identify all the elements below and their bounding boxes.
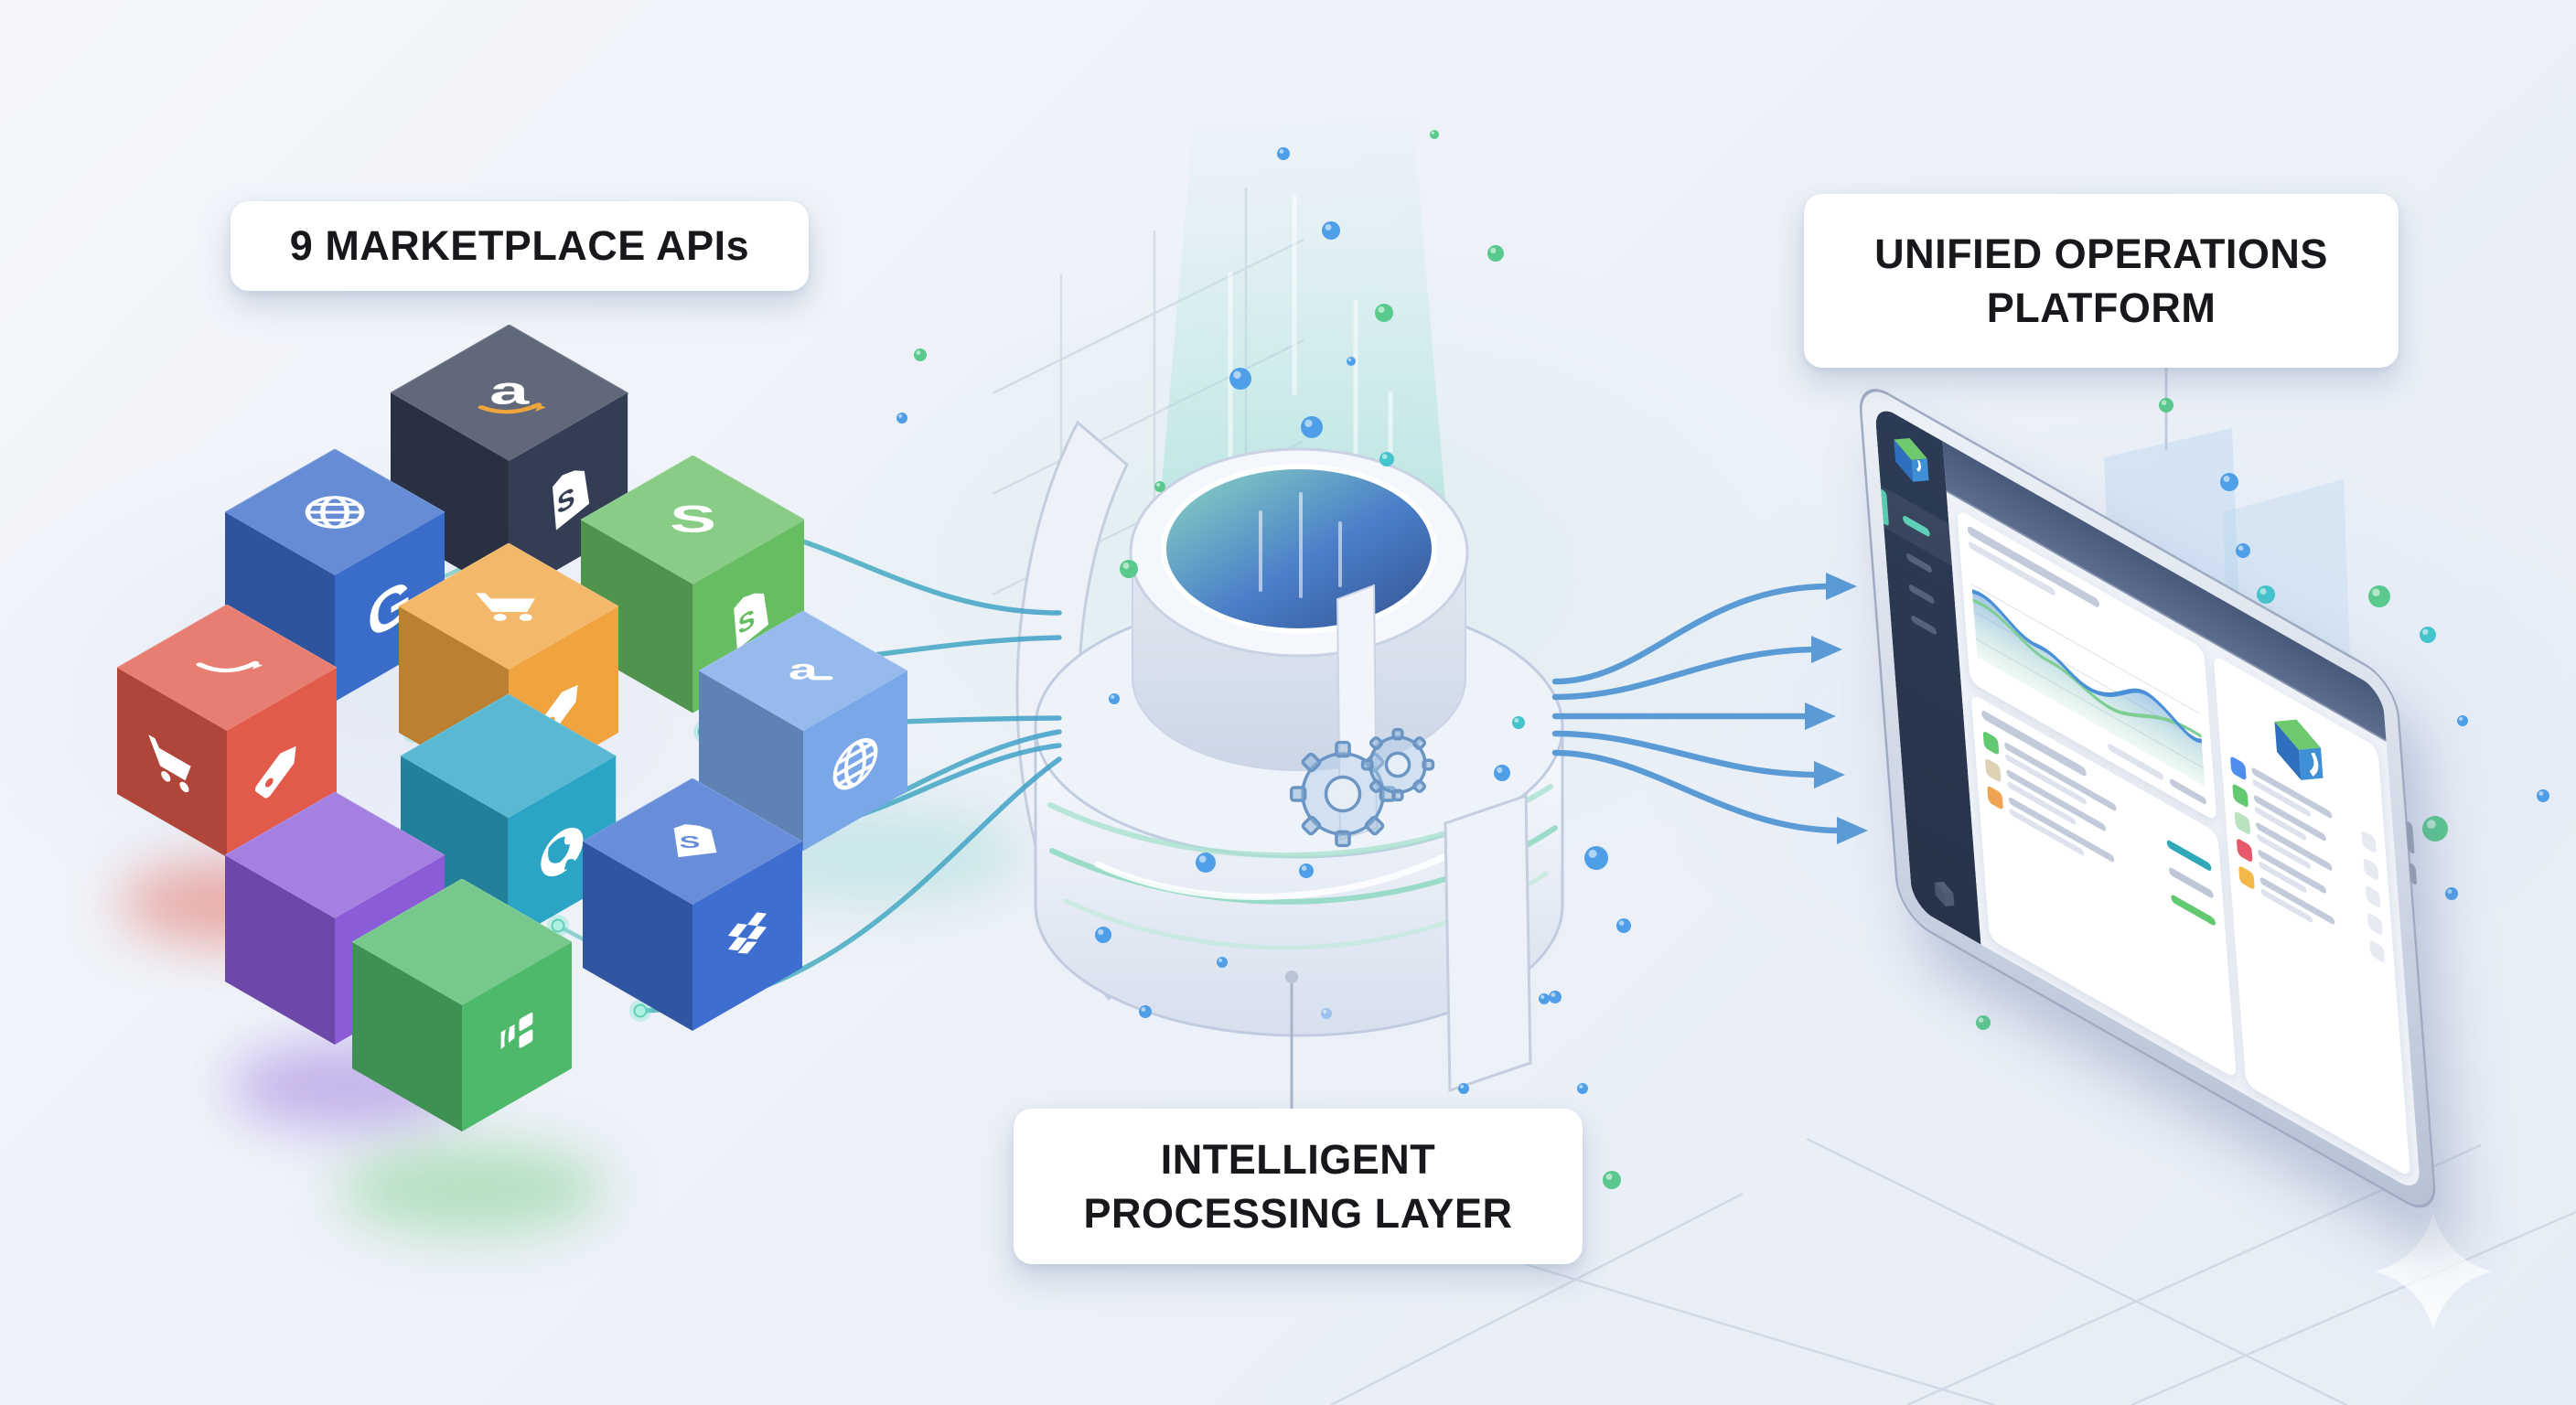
processing-label-card: INTELLIGENT PROCESSING LAYER [1014,1109,1583,1264]
platform-sidebar [1873,402,1981,945]
trend-chart [1970,583,2206,787]
sidebar-footer-icon [1933,874,1956,918]
sidebar-item-active[interactable] [1880,485,1952,566]
svg-text:S: S [557,480,575,521]
sources-label-card: 9 MARKETPLACE APIs [231,201,809,291]
dropbox-icon [727,912,767,954]
platform-logo-icon [1891,426,1931,499]
processing-vortex-illustration [1015,119,1564,1109]
sparkle-watermark-icon [2375,1213,2492,1330]
data-particles [896,130,2549,1189]
svg-text:S: S [670,498,716,541]
sidebar-item[interactable] [1905,552,1933,574]
shopify-bag-icon: S [673,824,717,858]
gears-icon [1289,727,1435,848]
output-arrows [1551,573,1868,844]
sidebar-item[interactable] [1908,583,1935,606]
amazon-a-icon: a [478,369,547,414]
cube-squares-green [350,878,574,1133]
processing-label-line1: INTELLIGENT [1160,1135,1436,1183]
tablet-screen [1873,402,2421,1195]
svg-text:a: a [489,369,531,413]
svg-text:S: S [679,832,700,852]
shopify-bag-icon: S [553,470,590,531]
s-letter-icon: S [670,498,716,541]
squares-icon [500,1012,533,1055]
operations-platform-tablet [1857,375,2439,1222]
platform-dashboard [1946,492,2421,1195]
platform-label-card: UNIFIED OPERATIONS PLATFORM [1804,194,2399,368]
status-panel-card [2213,654,2411,1178]
smile-icon [196,660,263,673]
tag-icon [254,745,296,799]
cube-dropbox: S [581,778,804,1033]
sidebar-item[interactable] [1910,614,1937,637]
sources-label: 9 MARKETPLACE APIs [289,222,750,270]
earth-icon [541,827,584,876]
platform-label-line1: UNIFIED OPERATIONS [1874,230,2328,277]
swoosh-a-icon: a [789,653,833,685]
platform-cube-logo-icon [2224,676,2374,824]
chart-card [1957,508,2217,822]
globe-icon [832,737,878,790]
shopify-bag-icon: S [733,593,768,650]
cube-swoosh-blue: a [698,610,908,853]
svg-text:S: S [737,604,755,641]
processing-label-line2: PROCESSING LAYER [1083,1190,1513,1237]
platform-label-line2: PLATFORM [1986,284,2216,331]
svg-text:a: a [789,653,819,685]
vortex-flap [1444,793,1532,1093]
globe-icon [305,496,365,529]
glow-green [338,1143,604,1235]
cart-icon [476,593,535,621]
